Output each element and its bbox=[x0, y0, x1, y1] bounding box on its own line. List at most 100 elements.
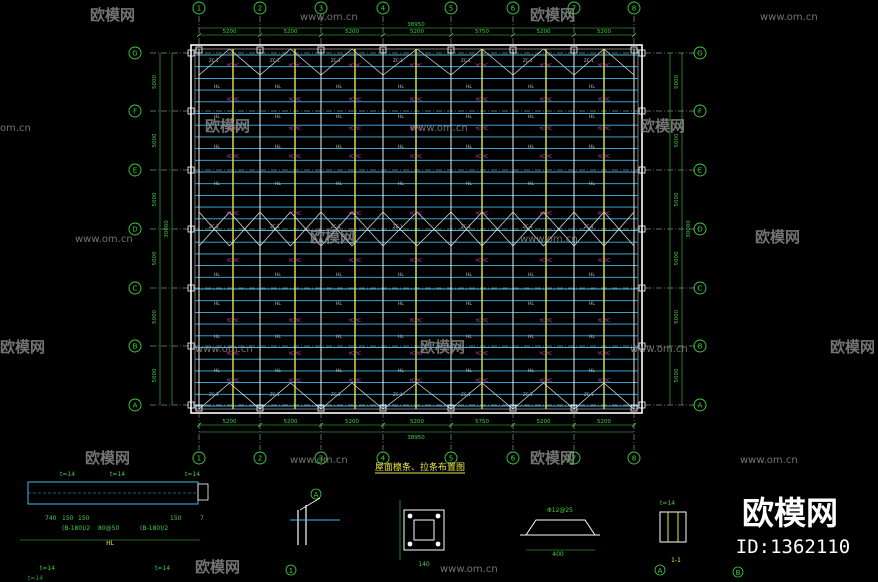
watermark-brand-1: 欧模网 bbox=[90, 6, 135, 24]
brace-diagonal bbox=[512, 211, 544, 247]
brace-diagonal bbox=[259, 211, 291, 247]
column-marker bbox=[509, 404, 517, 412]
section-1-1-box bbox=[659, 511, 687, 543]
beam-label: YC YC bbox=[288, 318, 302, 324]
brace-label: ZC-1 bbox=[270, 224, 280, 229]
beam-label: YC YC bbox=[226, 318, 240, 324]
beam-label: YC YC bbox=[348, 378, 362, 384]
brace-label: ZC-1 bbox=[331, 392, 341, 397]
beam-label: YC YC bbox=[539, 258, 553, 264]
column-marker bbox=[638, 107, 646, 115]
column-marker bbox=[509, 46, 517, 54]
axis-bubble-row bbox=[693, 398, 707, 412]
detail-anchor-section: Φ12@25 400 bbox=[520, 507, 600, 558]
hl-t14-right: t=14 bbox=[185, 471, 200, 478]
axis-bubble-row bbox=[128, 281, 142, 295]
watermark-brand-7: 欧模网 bbox=[0, 338, 45, 356]
dim-right-span-5: 5000 bbox=[674, 133, 680, 147]
beam-label: YC YC bbox=[226, 126, 240, 132]
purlin-label: HL bbox=[589, 84, 595, 90]
brace-diagonal bbox=[320, 382, 353, 410]
brace-diagonal bbox=[290, 48, 322, 76]
brace-diagonal bbox=[382, 211, 418, 247]
brace-diagonal bbox=[290, 382, 322, 410]
hl-t14-bottom-left: t=14 bbox=[40, 565, 55, 572]
beam-label: YC YC bbox=[288, 351, 302, 357]
beam-label: YC YC bbox=[597, 211, 611, 217]
purlin-label: HL bbox=[398, 84, 404, 90]
watermark-url-1: www.om.cn bbox=[300, 12, 358, 23]
detail-1-bubble-1 bbox=[285, 564, 297, 576]
purlin-label: HL bbox=[589, 144, 595, 150]
brace-label: ZC-1 bbox=[393, 58, 403, 63]
dimension-lines: 3895052005200520052005200520052005200575… bbox=[152, 22, 692, 441]
axis-bubble-col bbox=[506, 1, 520, 15]
axis-bubble-col bbox=[192, 1, 206, 15]
purlin-label: HL bbox=[214, 84, 220, 90]
axis-bubble-row bbox=[128, 222, 142, 236]
brand-id-text: ID:1362110 bbox=[736, 536, 850, 558]
purlin-label: HL bbox=[275, 114, 281, 120]
axis-bubble-row-text: B bbox=[698, 343, 703, 351]
beam-label: YC YC bbox=[475, 211, 489, 217]
dim-top-span-6: 5200 bbox=[537, 29, 551, 35]
column-marker bbox=[447, 46, 455, 54]
purlin-label: HL bbox=[466, 181, 472, 187]
column-marker bbox=[187, 284, 195, 292]
column-marker bbox=[195, 404, 203, 412]
purlin-label: HL bbox=[466, 114, 472, 120]
base-plate bbox=[403, 509, 445, 551]
watermark-url-5: www.om.cn bbox=[75, 234, 133, 245]
purlin-label: HL bbox=[528, 181, 534, 187]
watermark-t14-foot: t=14 bbox=[28, 575, 43, 582]
brace-diagonal bbox=[450, 382, 483, 410]
dim-left-total: 30000 bbox=[164, 220, 170, 238]
beam-label: YC YC bbox=[409, 318, 423, 324]
axis-bubble-col bbox=[567, 1, 581, 15]
brace-diagonal bbox=[512, 48, 544, 76]
axis-bubble-col bbox=[253, 1, 267, 15]
beam-label: YC YC bbox=[226, 154, 240, 160]
beam-label: YC YC bbox=[409, 378, 423, 384]
anchor-bolt-1 bbox=[407, 513, 413, 519]
axis-bubble-col-text: 5 bbox=[449, 5, 453, 13]
brace-diagonal bbox=[543, 382, 575, 410]
watermark-brand-12: 欧模网 bbox=[195, 558, 240, 576]
purlin-label: HL bbox=[466, 84, 472, 90]
axis-bubble-col bbox=[314, 451, 328, 465]
axis-bubble-row-text: E bbox=[133, 167, 137, 175]
column-marker bbox=[638, 49, 646, 57]
dim-top-span-3: 5200 bbox=[345, 29, 359, 35]
hl-dim-150b: 150 bbox=[78, 515, 90, 522]
beam-label: YC YC bbox=[226, 63, 240, 69]
brace-diagonal bbox=[416, 48, 452, 76]
watermark-url-9: www.om.cn bbox=[290, 455, 348, 466]
hl-t14-mid: t=14 bbox=[110, 471, 125, 478]
watermark-url-4: www.om.cn bbox=[410, 123, 468, 134]
axis-bubble-col-text: 7 bbox=[572, 455, 576, 463]
section-bubble-b-text: B bbox=[736, 569, 741, 577]
purlin-label: HL bbox=[275, 84, 281, 90]
axis-bubble-col-text: 8 bbox=[632, 455, 636, 463]
beam-label: YC YC bbox=[475, 318, 489, 324]
column-marker bbox=[570, 46, 578, 54]
purlin-label: HL bbox=[336, 368, 342, 374]
brace-label: ZC-1 bbox=[523, 392, 533, 397]
purlin-label: HL bbox=[589, 114, 595, 120]
dim-tick bbox=[196, 32, 202, 38]
section-bubble-a bbox=[654, 564, 666, 576]
hl-detail-label: HL bbox=[106, 540, 115, 547]
axis-bubble-col-text: 6 bbox=[511, 5, 516, 13]
brace-diagonal bbox=[382, 48, 418, 76]
beam-label: YC YC bbox=[226, 211, 240, 217]
anchor-bolt-4 bbox=[435, 541, 441, 547]
beam-label: YC YC bbox=[348, 258, 362, 264]
brace-label: ZC-1 bbox=[461, 58, 471, 63]
brace-diagonal bbox=[603, 48, 635, 76]
brace-label: ZC-1 bbox=[461, 224, 471, 229]
column-marker bbox=[638, 166, 646, 174]
axis-bubble-row-text: D bbox=[132, 226, 137, 234]
brace-diagonal bbox=[543, 211, 575, 247]
beam-label: YC YC bbox=[409, 126, 423, 132]
